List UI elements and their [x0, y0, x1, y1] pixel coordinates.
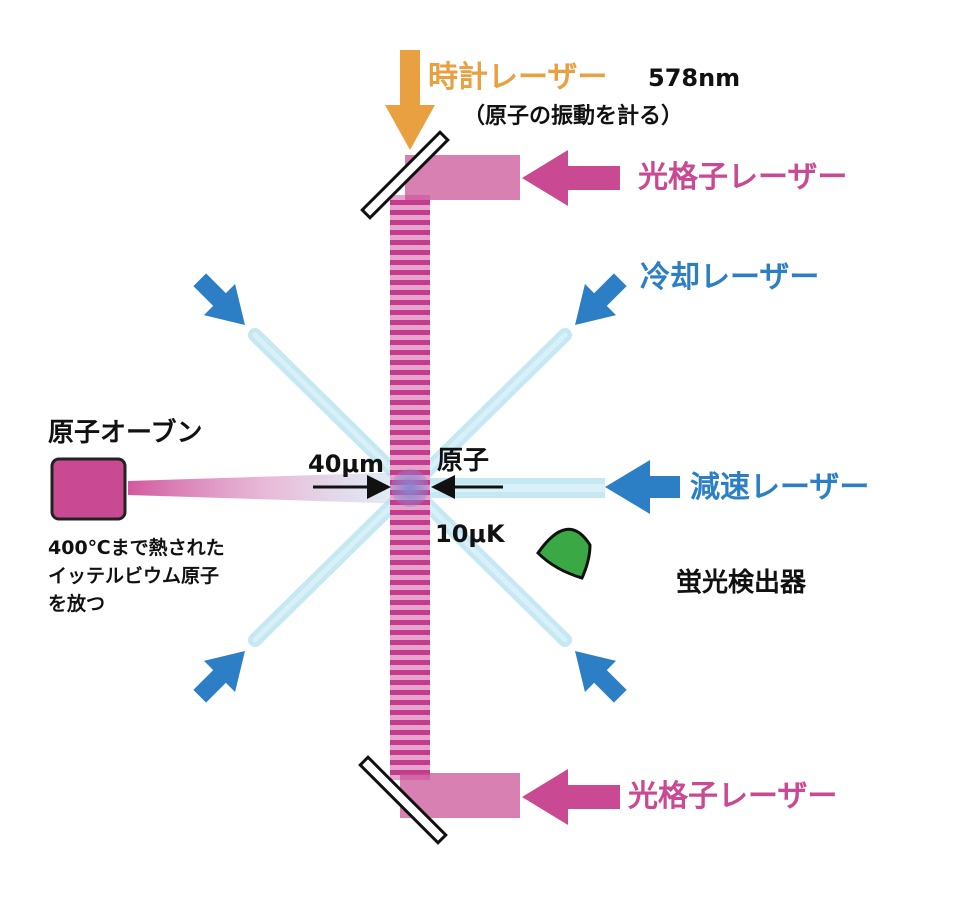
atom-cloud	[391, 469, 429, 507]
cooling-arrow-top-right	[575, 273, 627, 325]
detector-label: 蛍光検出器	[676, 568, 807, 598]
temperature-label: 10μK	[435, 520, 505, 548]
lattice-laser-bottom-label: 光格子レーザー	[628, 779, 838, 814]
clock-wavelength-label: 578nm	[648, 64, 741, 92]
lattice-laser-arrow-top	[522, 150, 620, 206]
clock-laser-label: 時計レーザー	[428, 60, 608, 95]
clock-note-label: （原子の振動を計る）	[463, 104, 684, 129]
atom-oven	[50, 457, 127, 521]
atom-label: 原子	[437, 446, 490, 476]
oven-note-line1: 400℃まで熱された	[48, 537, 225, 559]
lattice-laser-top-label: 光格子レーザー	[638, 160, 848, 195]
oven-note-line2: イッテルビウム原子	[48, 565, 220, 587]
atomic-beam	[128, 472, 410, 504]
mirror-top	[360, 130, 450, 220]
oven-note-line3: を放つ	[48, 593, 106, 615]
cooling-arrow-top-left	[193, 273, 245, 325]
cooling-laser-label: 冷却レーザー	[640, 260, 820, 295]
fluorescence-detector	[536, 527, 592, 580]
slowing-laser-label: 減速レーザー	[690, 470, 870, 505]
lattice-laser-arrow-bottom	[522, 769, 620, 825]
mirror-bottom	[358, 755, 448, 845]
atom-oven-label: 原子オーブン	[48, 418, 203, 448]
cooling-arrow-bottom-right	[575, 651, 627, 703]
cooling-arrow-bottom-left	[193, 651, 245, 703]
cloud-size-label: 40μm	[308, 450, 385, 478]
clock-laser-arrow	[385, 50, 435, 150]
slowing-laser-arrow	[605, 460, 680, 514]
